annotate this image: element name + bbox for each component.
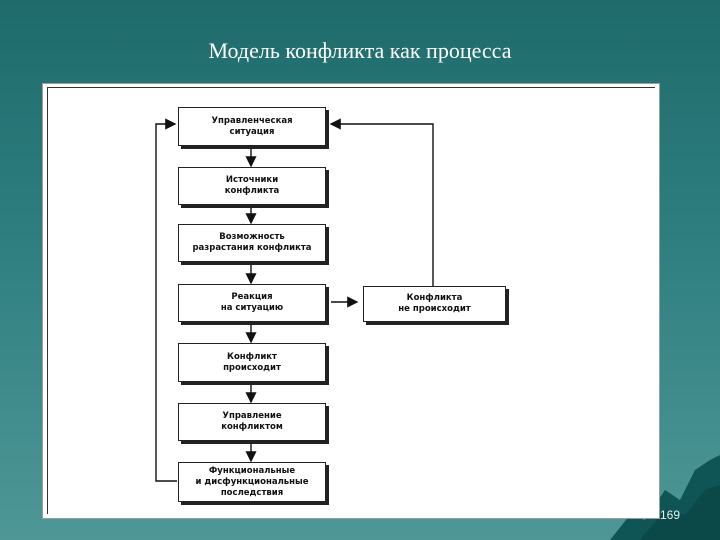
box-conflict-sources: Источники конфликта	[178, 167, 326, 205]
slide-title: Модель конфликта как процесса	[0, 38, 720, 64]
box-conflict-management: Управление конфликтом	[178, 403, 326, 441]
page-number: 169	[660, 508, 680, 522]
box-reaction-to-situation: Реакция на ситуацию	[178, 284, 326, 322]
arrow-feedback-right	[331, 124, 433, 286]
box-escalation-possibility: Возможность разрастания конфликта	[178, 224, 326, 262]
box-conflict-not-occurs: Конфликта не происходит	[363, 286, 506, 322]
diagram-arrows	[43, 84, 661, 520]
arrow-feedback-left	[156, 124, 177, 481]
diagram-frame: Управленческая ситуация Источники конфли…	[42, 83, 660, 519]
box-management-situation: Управленческая ситуация	[178, 107, 326, 146]
box-consequences: Функциональные и дисфункциональные после…	[178, 462, 326, 502]
box-conflict-occurs: Конфликт происходит	[178, 343, 326, 382]
